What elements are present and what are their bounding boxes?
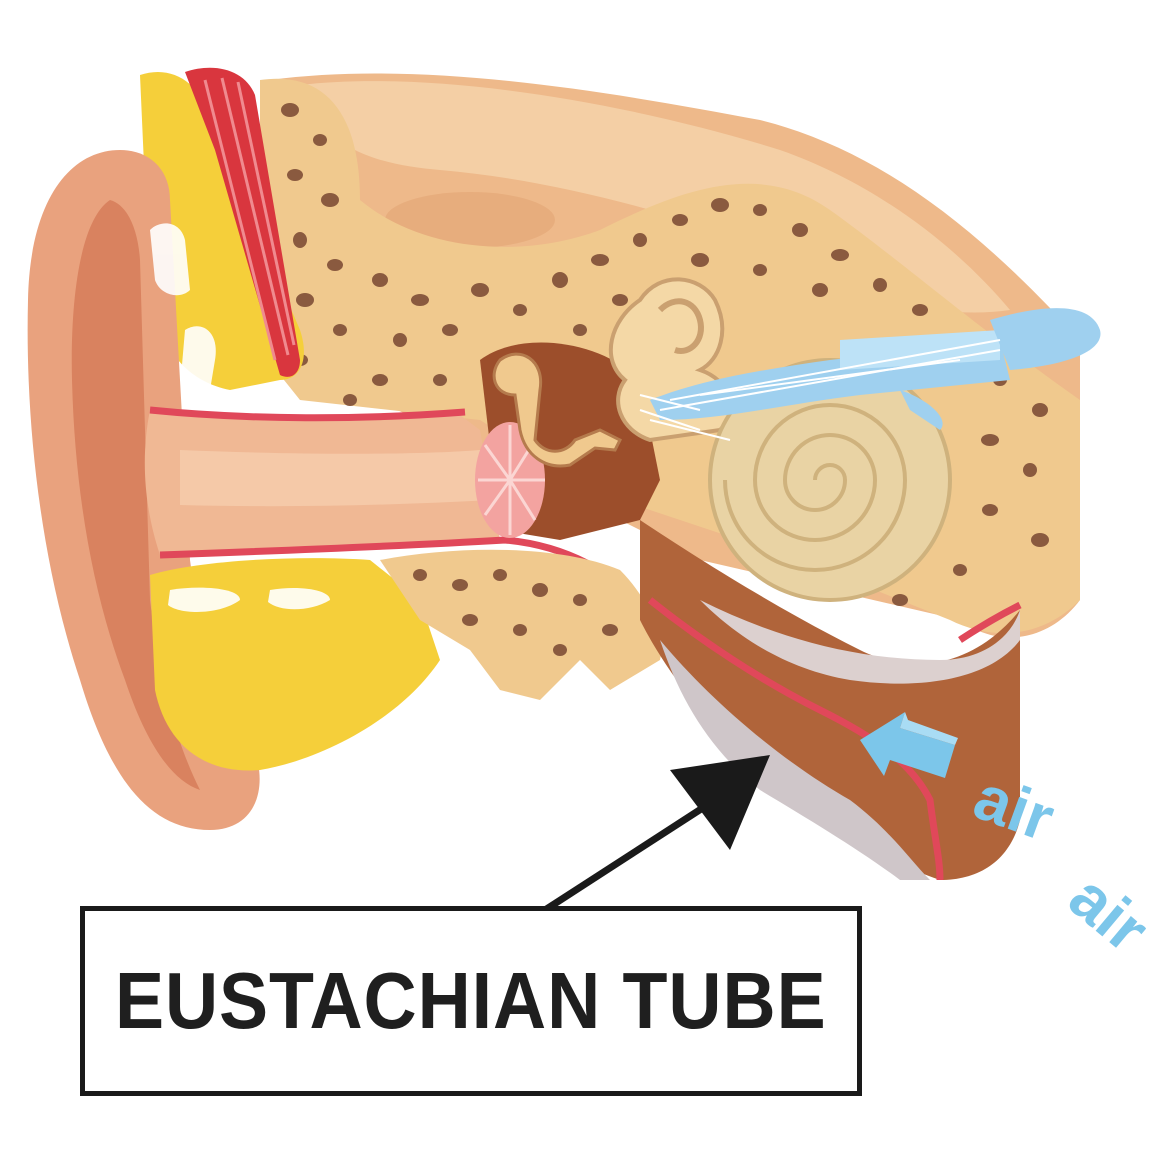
eustachian-tube-label: EUSTACHIAN TUBE [115,956,827,1045]
soft-tissue-band [700,600,1020,684]
ossicles [492,352,623,468]
auditory-nerve [639,308,1101,441]
ear-canal-lining-top [149,406,466,422]
bone-pores-lower [413,569,618,656]
muscle [185,67,300,377]
eustachian-tube-lining [647,597,944,881]
brain-fold [385,192,555,248]
air-label-2: air [1056,861,1162,966]
cochlea-spiral [723,403,908,572]
canal-loop [657,298,704,354]
ear-canal-shade [180,450,490,507]
eardrum-rays [478,425,545,535]
muscle-fibers [203,77,296,361]
arrow-up-right-icon [543,755,770,913]
label-box: EUSTACHIAN TUBE [80,906,862,1096]
tube-lining-right [958,601,1022,643]
fat-highlights [150,223,330,612]
arrow-left-icon [860,712,958,778]
eustachian-tube-cartilage [660,640,930,880]
pinna-inner-fold [71,200,200,790]
fat-tissue-lower [150,558,440,771]
